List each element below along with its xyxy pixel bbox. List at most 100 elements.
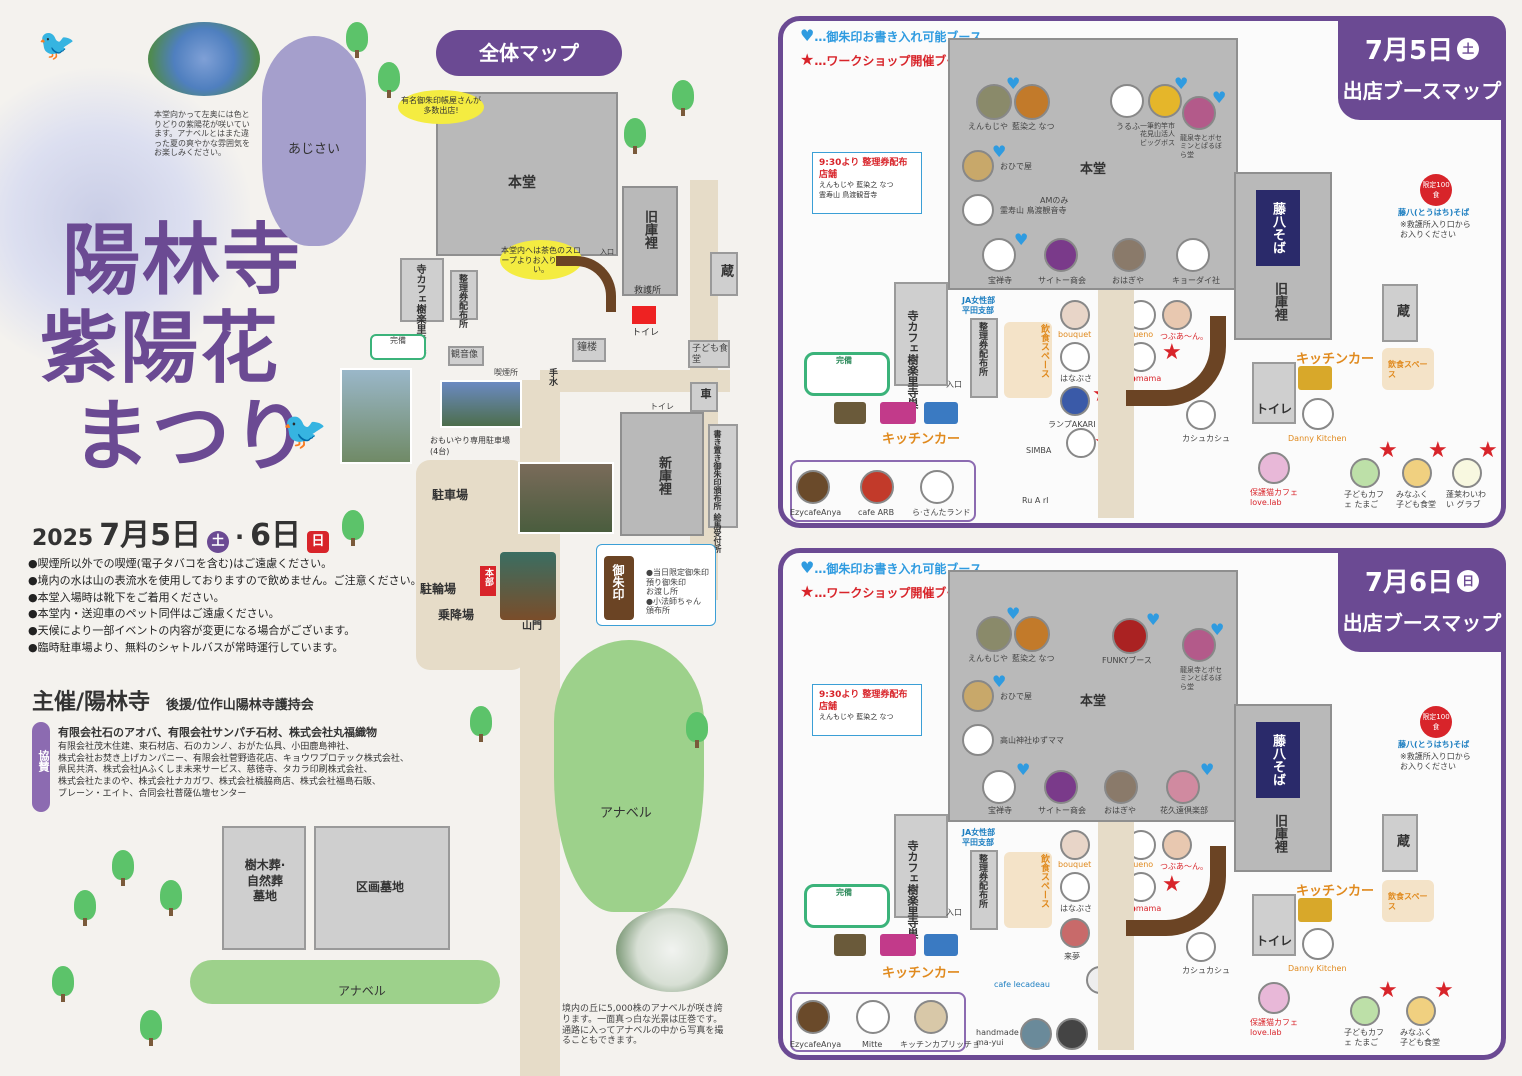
food-truck-icon	[1298, 366, 1332, 390]
kura-label: 蔵	[718, 264, 733, 277]
omoiyari-parking: おもいやり専用駐車場(4台)	[430, 436, 510, 456]
booth-funky-day2	[1112, 618, 1148, 654]
slope-arrow	[556, 256, 616, 312]
sponsor-line: 県民共済、株式会社JAふくしま未来サービス、慈徳寺、タカラ印刷株式会社、	[58, 765, 373, 776]
booth-label: 宝禅寺	[988, 806, 1012, 815]
kodomo-label: 子ども食堂	[692, 344, 729, 365]
booth-subtitle-day2: 出店ブースマップ	[1342, 611, 1502, 635]
kitchen-car-label-day1: キッチンカー	[882, 432, 961, 447]
iriguchi-label: 入口	[600, 248, 614, 256]
booth-arb-day1	[860, 470, 894, 504]
kitchen-car-label-day2: キッチンカー	[882, 966, 961, 981]
heart-icon: ♥	[1006, 604, 1021, 623]
seiriken-callout-day1: 9:30より 整理券配布店舗 えんもじや 藍染之 なつ 霊寿山 鳥渡観音寺	[812, 152, 922, 214]
booth-lamp-day1	[1060, 386, 1090, 416]
tree-icon	[672, 80, 694, 116]
booth-enmojiya-day1	[976, 84, 1012, 120]
kanbi-label-day1: 完備	[836, 356, 852, 365]
hondo-label-day2: 本堂	[1080, 694, 1107, 709]
shoro-label: 鐘楼	[577, 342, 597, 353]
booth-label: ランプAKARI	[1048, 420, 1096, 429]
booth-urufu-day1	[1110, 84, 1144, 118]
booth-label: handmade ma-yui	[976, 1028, 1019, 1047]
booth-label: うるふ	[1116, 122, 1140, 131]
kannon-photo	[340, 368, 412, 464]
booth-label: 保護猫カフェ love.lab	[1250, 488, 1298, 507]
kitchen-car-box-day2	[790, 992, 966, 1052]
kura-label-day1: 蔵	[1394, 304, 1409, 317]
sponsor-line: 有限会社茂木住建、東石材店、石のカンノ、おがた仏具、小田鹿島神社、	[58, 742, 355, 752]
inshoku-space-2-day2	[1382, 880, 1434, 922]
kyukuri-building	[622, 186, 678, 296]
booth-label: cafe lecadeau	[994, 980, 1050, 989]
tree-icon	[686, 712, 708, 748]
accessibility-box-day1	[804, 352, 890, 396]
booth-label: 蓬莱わいわい グラブ	[1446, 490, 1486, 509]
am-only-day1: AMのみ	[1040, 196, 1069, 205]
notice-item: ●本堂内・送迎車のペット同伴はご遠慮ください。	[28, 607, 280, 621]
seiriken-building-day2	[970, 850, 998, 930]
title-line-1: 陽林寺	[62, 215, 303, 306]
booth-mitte-day2	[856, 1000, 890, 1034]
organizer: 主催/陽林寺 後援/位作山陽林寺護持会	[32, 684, 314, 716]
booth-label: 子どもカフェ たまご	[1344, 490, 1384, 509]
seiriken-building-label-day1: 整理券配布所	[977, 322, 987, 376]
anabel-note: 境内の丘に5,000株のアナベルが咲き誇ります。一面真っ白な光景は圧巻です。通路…	[562, 1004, 724, 1047]
soba-sign-day2: 藤八そば	[1256, 722, 1300, 798]
seiriken-callout-day2: 9:30より 整理券配布店舗 えんもじや 藍染之 なつ	[812, 684, 922, 736]
booth-label: えんもじや	[968, 654, 1008, 663]
kodomo-building	[688, 340, 730, 368]
star-icon: ★	[800, 582, 815, 601]
anabel-strip-label: アナベル	[338, 984, 386, 998]
iriguchi-label-day1: 入口	[946, 380, 962, 389]
temple-cafe-building-day2	[894, 814, 948, 918]
heart-icon: ♥	[1146, 610, 1161, 629]
kukaku-building	[314, 826, 450, 950]
booth-date-day1: 7月5日	[1364, 36, 1454, 66]
booth-capriccio-day2	[914, 1000, 948, 1034]
hydrangea-watercolor	[0, 60, 250, 380]
booth-lovelab-day1	[1258, 452, 1290, 484]
booth-date-day2: 7月6日	[1364, 568, 1454, 598]
tree-icon	[346, 22, 368, 58]
soba-label-day1: 藤八(とうはち)そば	[1398, 208, 1470, 217]
anabel-photo	[616, 908, 728, 992]
booth-label: みなふく 子ども食堂	[1400, 1028, 1440, 1047]
kura-label-day2: 蔵	[1394, 834, 1409, 847]
ajisai-label: あじさい	[288, 142, 341, 157]
tree-icon	[74, 890, 96, 926]
booth-kashukashu-day2	[1186, 932, 1216, 962]
ajisai-area	[262, 36, 366, 246]
inshoku-label-2-day1: 飲食スペース	[1388, 360, 1428, 379]
kanbi-label-day2: 完備	[836, 888, 852, 897]
booth-hozenji-day1	[982, 238, 1016, 272]
notice-item: ●天候により一部イベントの内容が変更になる場合がございます。	[28, 624, 356, 638]
kitchen-car-label-2-day2: キッチンカー	[1296, 884, 1375, 899]
kannonzo-label: 観音像	[451, 350, 479, 360]
booth-label: 霊寿山 鳥渡観音寺	[1000, 206, 1067, 215]
hydrangea-photo	[148, 22, 260, 96]
booth-day-badge-day1: 土	[1457, 37, 1480, 60]
booth-label: 龍泉寺とボセミンとぱるぼら堂	[1180, 134, 1222, 159]
booth-label: FUNKYブース	[1102, 656, 1152, 665]
booth-map-tag-day2: 7月6日 日 出店ブースマップ	[1338, 548, 1506, 652]
chozu-label: 手水	[547, 368, 557, 386]
soba-label-day2: 藤八(とうはち)そば	[1398, 740, 1470, 749]
temple-cafe-building	[400, 258, 444, 322]
booth-simba-day1	[1066, 428, 1096, 458]
star-icon: ★	[1378, 438, 1398, 463]
soba-sign-day1: 藤八そば	[1256, 190, 1300, 266]
booth-ezy-day2	[796, 1000, 830, 1034]
booth-tamago-day1	[1350, 458, 1380, 488]
booth-ohideya-day1	[962, 150, 994, 182]
tree-icon	[140, 1010, 162, 1046]
booth-label: 藍染之 なつ	[1012, 654, 1055, 663]
notice-item: ●臨時駐車場より、無料のシャトルバスが常時運行しています。	[28, 640, 344, 654]
shinkuri-label: 新庫裡	[656, 456, 671, 495]
booth-label: ら·さんたランド	[912, 508, 971, 517]
date-separator: ·	[234, 523, 245, 551]
kukaku-label: 区画墓地	[356, 880, 405, 894]
notices: ●喫煙所以外での喫煙(電子タバコを含む)はご遠慮ください。 ●境内の水は山の表流…	[28, 556, 428, 657]
food-truck-icon	[924, 934, 958, 956]
kura-building	[710, 252, 738, 296]
